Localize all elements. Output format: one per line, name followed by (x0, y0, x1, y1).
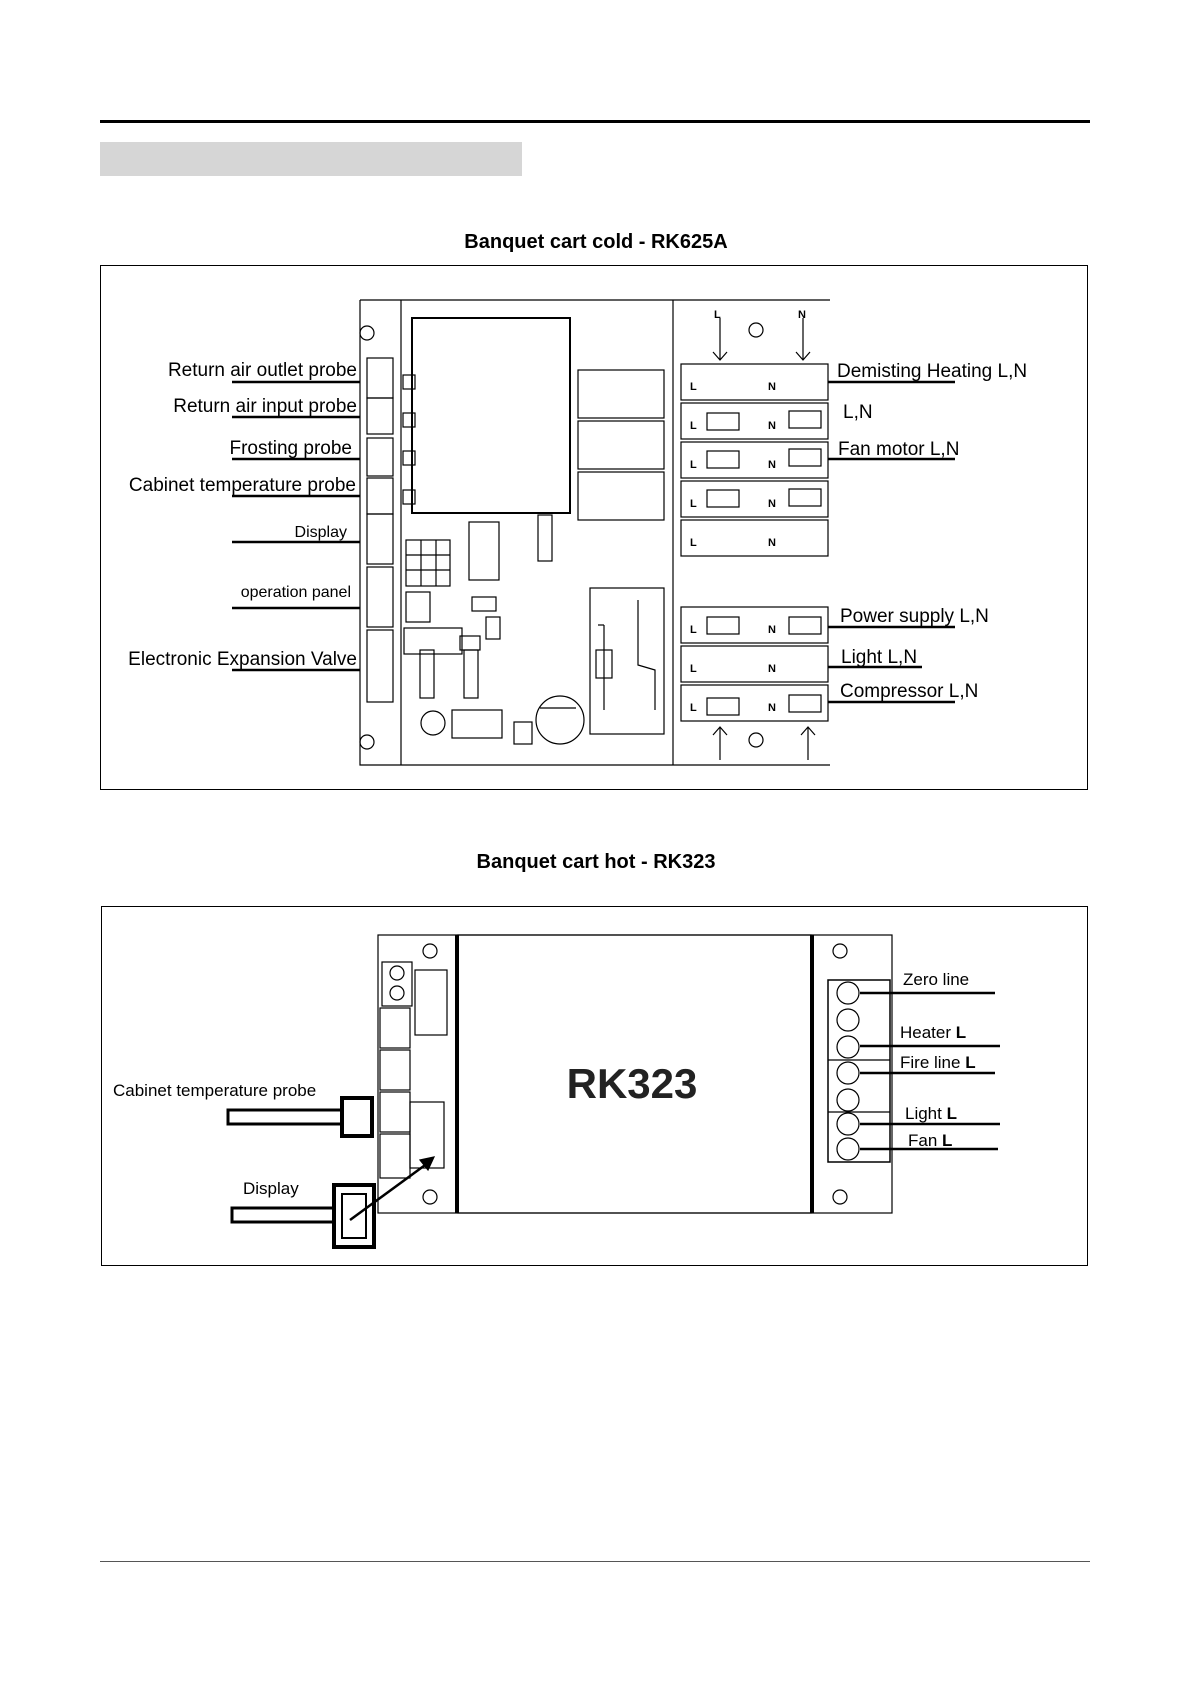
hot-right-labels: Zero line Heater L Fire line L Light L F… (900, 970, 976, 1150)
svg-text:L: L (690, 624, 697, 636)
label-power-supply: Power supply L,N (840, 606, 989, 627)
label-light-hot: Light L (905, 1104, 957, 1123)
label-electronic-expansion-valve: Electronic Expansion Valve (128, 649, 357, 670)
cold-board (359, 299, 830, 766)
figure-cold-frame (100, 265, 1088, 790)
hot-board (226, 934, 893, 1249)
svg-text:N: N (768, 702, 776, 714)
figure-hot-title: Banquet cart hot - RK323 (476, 851, 716, 873)
label-heater: Heater L (900, 1023, 966, 1042)
label-operation-panel: operation panel (241, 584, 351, 601)
svg-text:L: L (690, 498, 697, 510)
cold-left-labels: Return air outlet probe Return air input… (128, 360, 357, 670)
figure-hot-frame (101, 906, 1088, 1266)
section-heading-band (100, 142, 522, 176)
label-display: Display (295, 524, 347, 541)
cold-right-leaders (828, 380, 955, 704)
label-fan-hot: Fan L (908, 1131, 952, 1150)
bottom-rule (100, 1561, 1090, 1562)
top-rule (100, 120, 1090, 123)
svg-text:N: N (768, 663, 776, 675)
svg-text:L: L (714, 309, 721, 321)
svg-text:L: L (690, 381, 697, 393)
cold-right-labels: Demisting Heating L,N L,N Fan motor L,N … (837, 361, 1027, 702)
label-fan-motor: Fan motor L,N (838, 439, 959, 460)
svg-text:N: N (768, 381, 776, 393)
label-hot-display: Display (243, 1179, 299, 1198)
svg-text:L: L (690, 459, 697, 471)
svg-text:L: L (690, 663, 697, 675)
hot-board-model-label: RK323 (567, 1060, 698, 1107)
svg-text:N: N (768, 420, 776, 432)
label-zero-line: Zero line (903, 970, 969, 989)
label-demisting-heating: Demisting Heating L,N (837, 361, 1027, 382)
label-return-air-input-probe: Return air input probe (173, 396, 357, 417)
label-light: Light L,N (841, 647, 917, 668)
cold-left-leaders (232, 380, 360, 672)
figure-cold-title: Banquet cart cold - RK625A (464, 231, 728, 253)
label-hot-cabinet-temperature-probe: Cabinet temperature probe (113, 1081, 316, 1100)
cold-terminal-letters: L L L L L L L L N N N N N N N N L N (690, 309, 806, 714)
svg-text:N: N (768, 537, 776, 549)
svg-text:N: N (768, 498, 776, 510)
label-compressor: Compressor L,N (840, 681, 978, 702)
label-l-n: L,N (843, 402, 873, 423)
svg-text:N: N (768, 459, 776, 471)
svg-text:L: L (690, 420, 697, 432)
label-frosting-probe: Frosting probe (229, 438, 352, 459)
svg-text:L: L (690, 702, 697, 714)
svg-text:N: N (798, 309, 806, 321)
hot-right-leaders (860, 991, 1000, 1151)
hot-left-labels: Cabinet temperature probe Display (113, 1081, 316, 1198)
svg-text:L: L (690, 537, 697, 549)
label-return-air-outlet-probe: Return air outlet probe (168, 360, 357, 381)
label-fire-line: Fire line L (900, 1053, 976, 1072)
label-cabinet-temperature-probe: Cabinet temperature probe (129, 475, 356, 496)
svg-text:N: N (768, 624, 776, 636)
